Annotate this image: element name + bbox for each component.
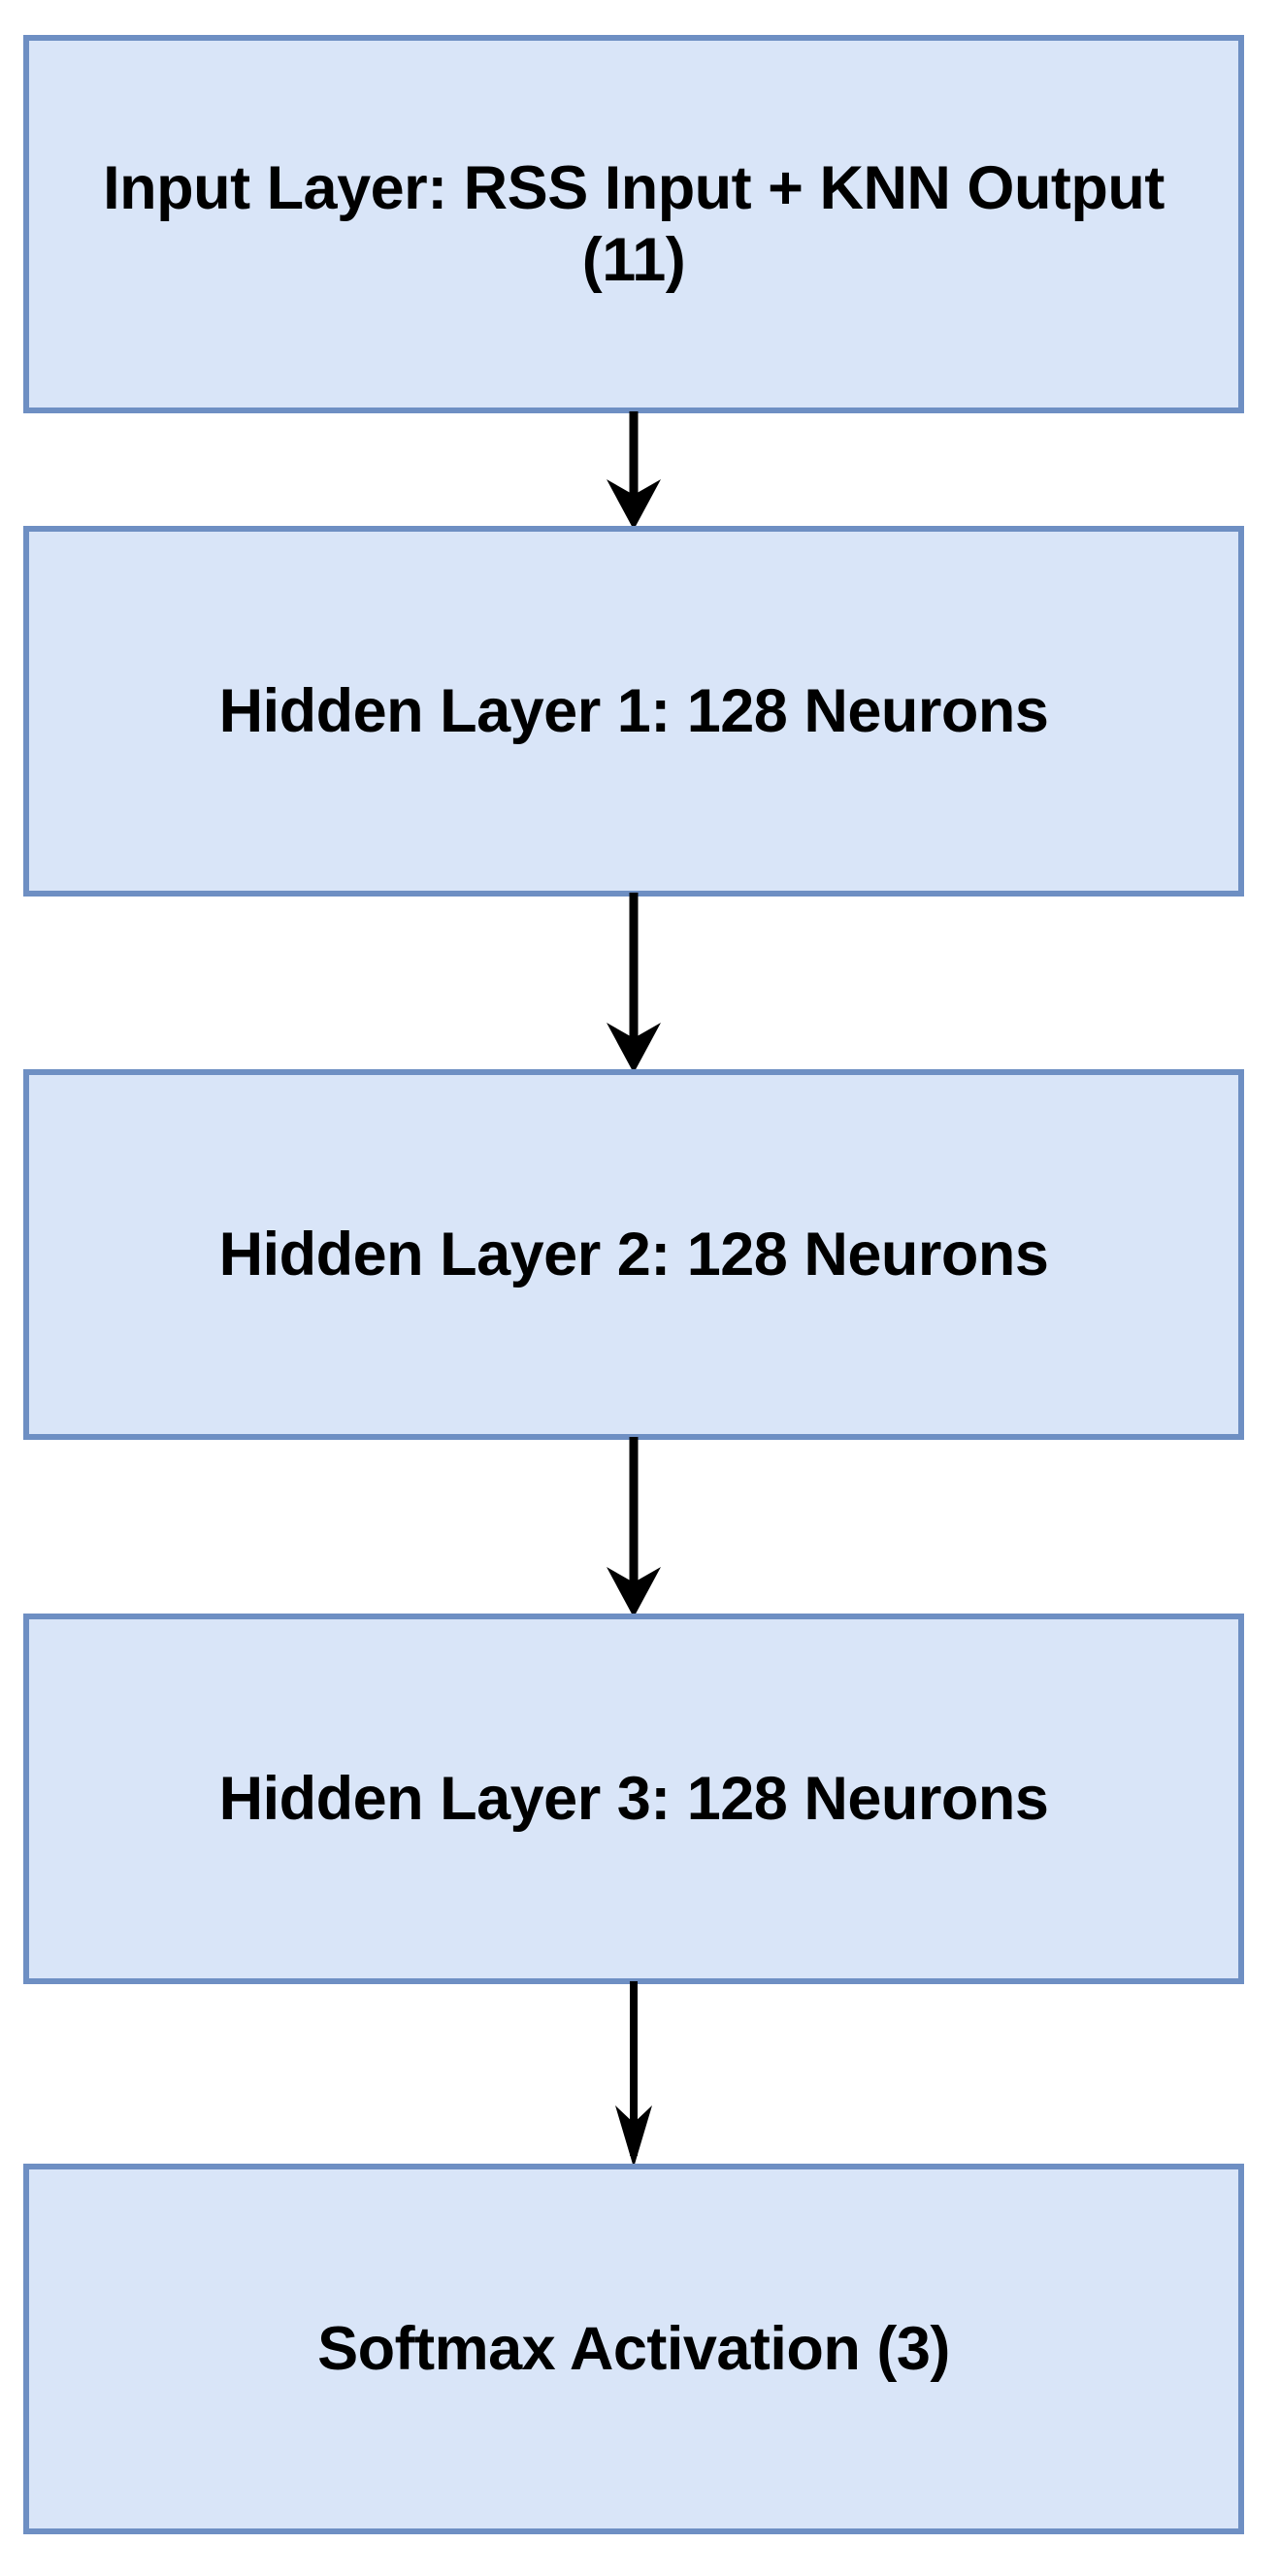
- flow-node-label: Hidden Layer 3: 128 Neurons: [218, 1764, 1049, 1833]
- flow-node-label: Hidden Layer 1: 128 Neurons: [218, 676, 1049, 745]
- flow-edge-hidden-layer-1-to-hidden-layer-2: [0, 893, 1280, 1073]
- flow-node-label: Softmax Activation (3): [317, 2314, 950, 2383]
- flow-node-label: Hidden Layer 2: 128 Neurons: [218, 1220, 1049, 1288]
- arrow-down-icon: [607, 1437, 661, 1617]
- flow-node-softmax-activation[interactable]: Softmax Activation (3): [23, 2164, 1244, 2534]
- arrow-down-icon: [607, 893, 661, 1073]
- flow-edge-hidden-layer-2-to-hidden-layer-3: [0, 1437, 1280, 1617]
- arrow-down-icon: [615, 1981, 652, 2168]
- flow-node-label: Input Layer: RSS Input + KNN Output (11): [103, 153, 1165, 294]
- flow-edge-hidden-layer-3-to-softmax-activation: [0, 1981, 1280, 2168]
- flow-node-input-layer[interactable]: Input Layer: RSS Input + KNN Output (11): [23, 35, 1244, 413]
- flow-edge-input-layer-to-hidden-layer-1: [0, 411, 1280, 530]
- flow-node-hidden-layer-1[interactable]: Hidden Layer 1: 128 Neurons: [23, 526, 1244, 897]
- arrow-down-icon: [607, 411, 661, 530]
- flow-node-hidden-layer-2[interactable]: Hidden Layer 2: 128 Neurons: [23, 1069, 1244, 1440]
- flow-node-hidden-layer-3[interactable]: Hidden Layer 3: 128 Neurons: [23, 1614, 1244, 1984]
